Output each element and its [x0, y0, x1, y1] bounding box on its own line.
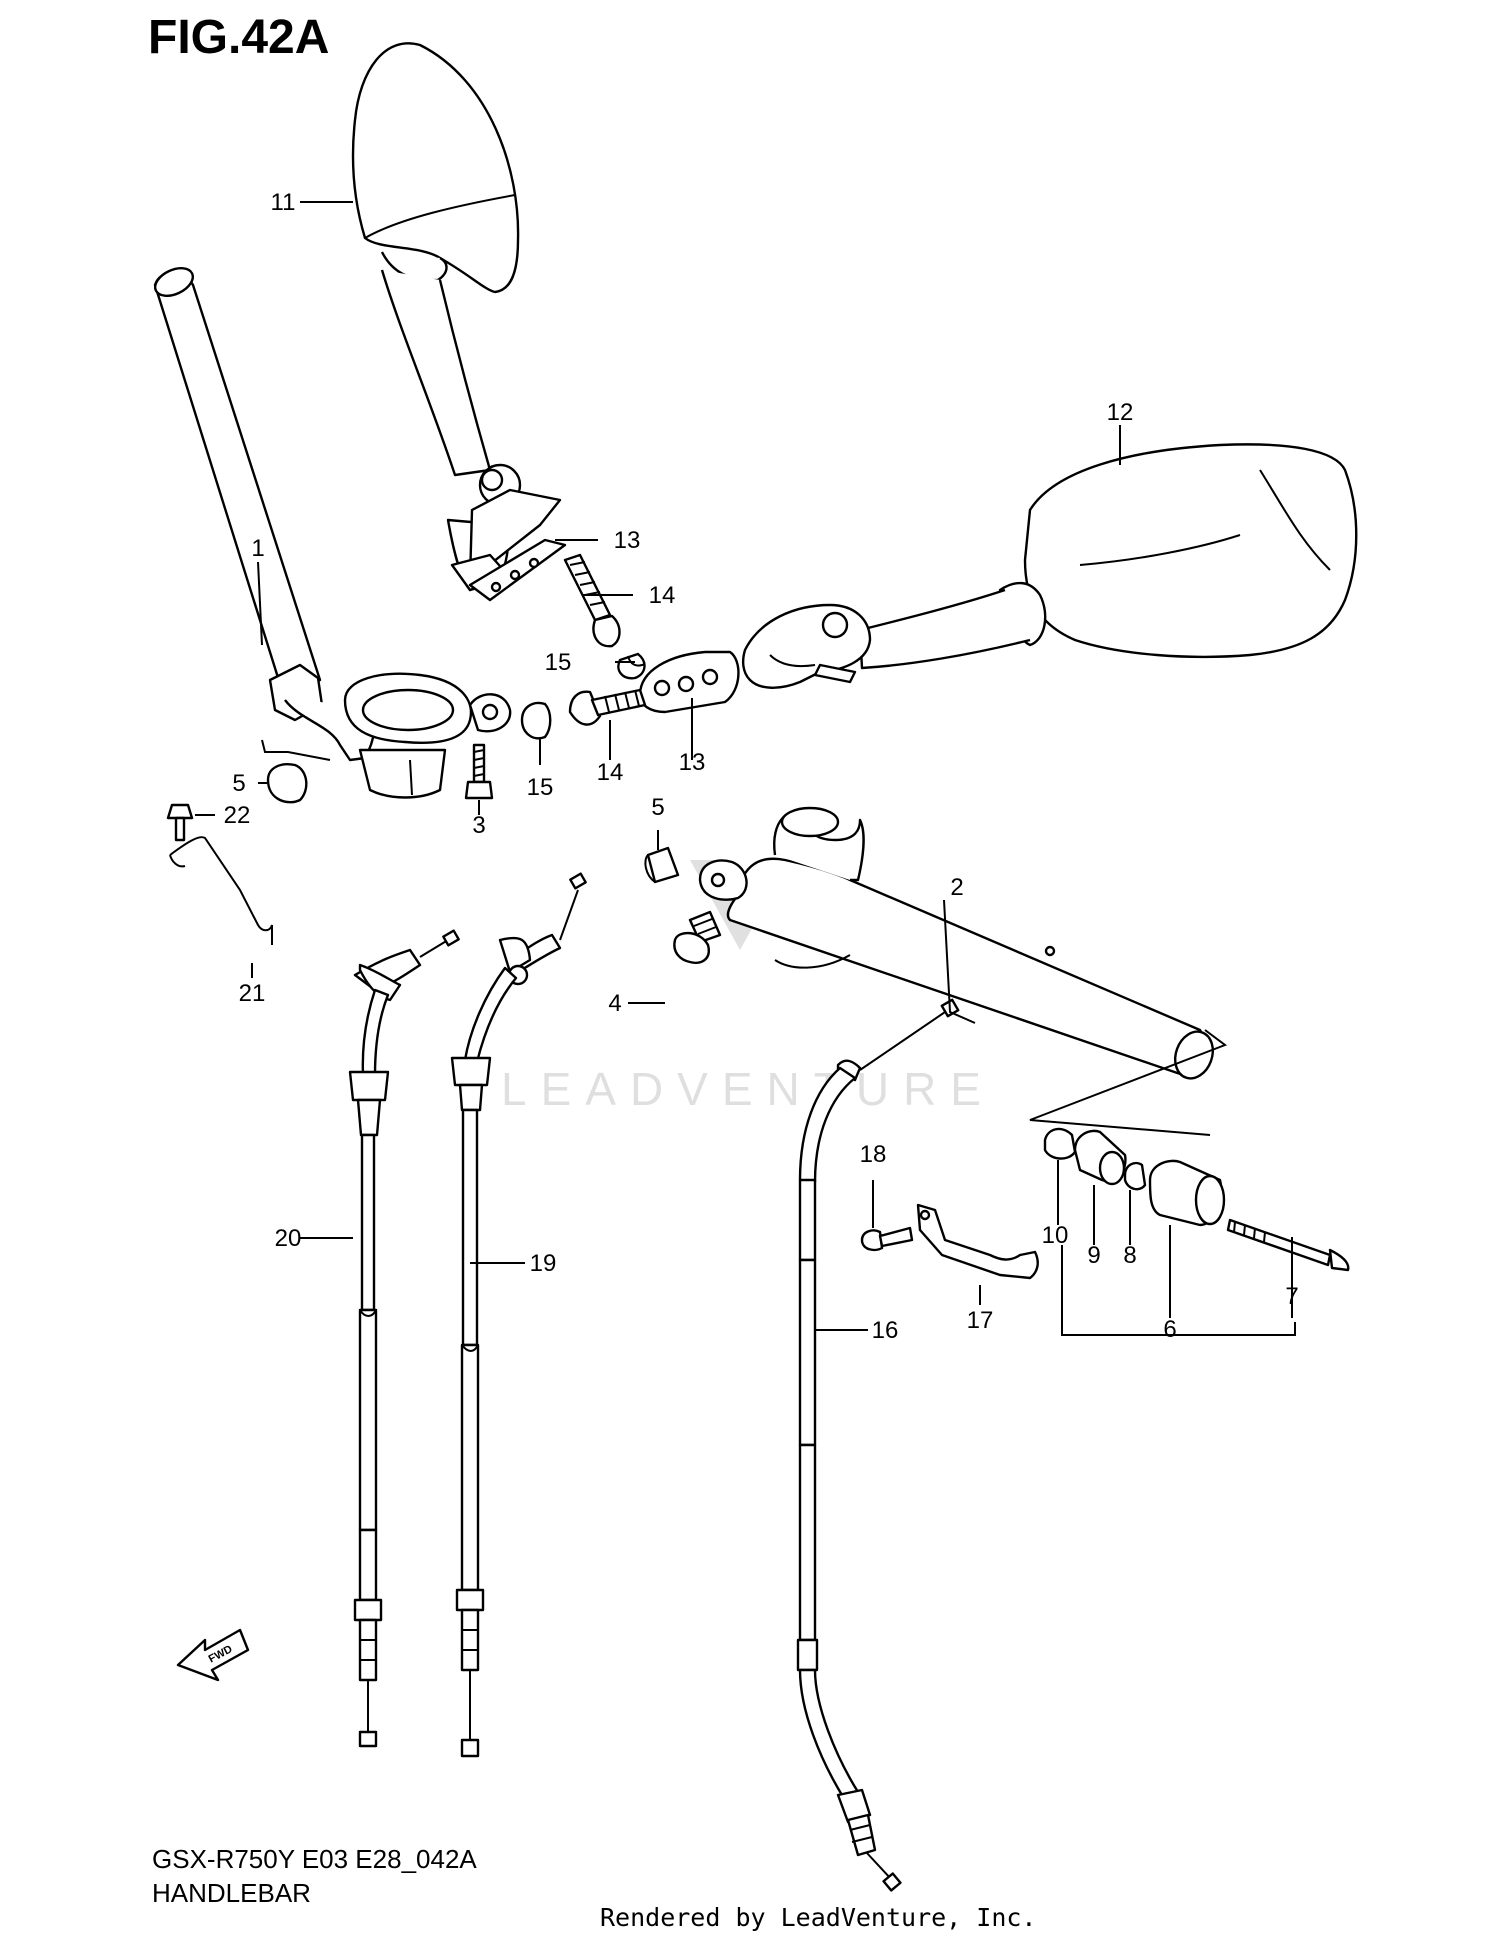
mirror-plate-upper — [468, 538, 567, 602]
model-code: GSX-R750Y E03 E28_042A — [152, 1844, 477, 1874]
callout-12: 12 — [1107, 399, 1134, 426]
handlebar-bolt — [673, 910, 722, 964]
clamp-bolt — [464, 743, 494, 800]
cable-guide — [916, 1203, 1039, 1280]
handlebar-balancer — [1148, 1159, 1226, 1227]
callout-1: 1 — [251, 535, 264, 562]
callout-20: 20 — [275, 1225, 302, 1252]
callout-numbers: 1 2 3 4 5 5 6 7 8 9 10 11 12 13 13 14 14… — [224, 189, 1299, 1344]
wire-bracket — [169, 836, 273, 945]
callout-10: 10 — [1042, 1222, 1069, 1249]
callout-2: 2 — [950, 874, 963, 901]
footer-credit: Rendered by LeadVenture, Inc. — [600, 1903, 1037, 1932]
guide-bolt — [860, 1226, 914, 1252]
callout-3: 3 — [472, 812, 485, 839]
watermark-text: LEADVENTURE — [501, 1063, 995, 1115]
callout-4: 4 — [608, 990, 621, 1017]
callout-7: 7 — [1285, 1283, 1298, 1310]
bracket-bolt — [166, 803, 194, 842]
callout-13-upper: 13 — [614, 527, 641, 554]
callout-11: 11 — [271, 189, 296, 216]
mirror-bolt-upper — [563, 553, 621, 648]
mirror-nut-lower — [520, 701, 552, 740]
bar-end-cap-right — [644, 846, 680, 884]
balancer-screw — [1226, 1218, 1350, 1272]
callout-5-right: 5 — [651, 794, 664, 821]
callout-8: 8 — [1123, 1242, 1136, 1269]
spacer-nut — [1123, 1161, 1147, 1191]
callout-18: 18 — [860, 1141, 887, 1168]
callout-15-lower: 15 — [527, 774, 554, 801]
left-mirror — [351, 42, 562, 592]
forward-arrow-icon: FWD — [176, 1628, 250, 1682]
callout-13-lower: 13 — [679, 749, 706, 776]
right-mirror — [741, 443, 1358, 689]
bar-end-cap-left — [266, 763, 308, 804]
clutch-cable — [796, 998, 960, 1892]
callout-22: 22 — [224, 802, 251, 829]
left-handlebar — [153, 267, 512, 799]
mirror-nut-upper — [617, 652, 646, 680]
callout-5-left: 5 — [232, 770, 245, 797]
callout-6: 6 — [1163, 1316, 1176, 1343]
callout-16: 16 — [872, 1317, 899, 1344]
weight-collar — [1073, 1129, 1127, 1186]
callout-14-lower: 14 — [597, 759, 624, 786]
mirror-plate-lower — [638, 650, 740, 714]
section-title: HANDLEBAR — [152, 1878, 311, 1908]
callout-15-upper: 15 — [545, 649, 572, 676]
mirror-bolt-lower — [568, 688, 647, 726]
callout-17: 17 — [967, 1307, 994, 1334]
right-handlebar — [698, 806, 1228, 1136]
callout-21: 21 — [239, 980, 266, 1007]
callout-19: 19 — [530, 1250, 557, 1277]
callout-14-upper: 14 — [649, 582, 676, 609]
weight-nut — [1043, 1127, 1077, 1160]
throttle-cable-1 — [348, 929, 460, 1748]
figure-label: FIG.42A — [148, 11, 330, 64]
callout-9: 9 — [1087, 1242, 1100, 1269]
balancer-group-bracket — [1061, 1245, 1296, 1336]
throttle-cable-2 — [450, 872, 587, 1758]
callout-leaders — [195, 201, 1293, 1331]
